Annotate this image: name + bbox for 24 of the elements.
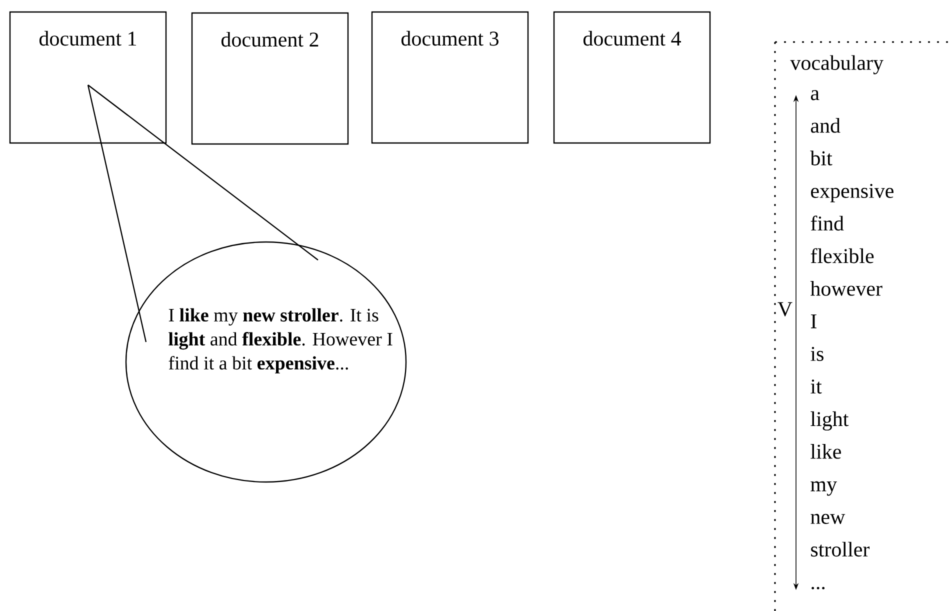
vocabulary-word: it — [810, 380, 822, 394]
vocabulary-word: is — [810, 346, 824, 361]
vocabulary-word: however — [810, 281, 882, 296]
vocabulary-word: new — [810, 514, 846, 524]
vocabulary-word: I — [810, 314, 816, 328]
document-box: document 1 — [9, 11, 167, 144]
vocabulary-word: bit — [810, 150, 832, 166]
document-box: document 3 — [371, 11, 529, 144]
vocabulary-word: find — [810, 216, 844, 231]
vocabulary-word: flexible — [810, 248, 874, 264]
callout-line — [87, 84, 147, 342]
vocabulary-word: light — [810, 411, 849, 431]
vocabulary-word: a — [810, 90, 820, 100]
document-box: document 2 — [191, 12, 349, 145]
document-box: document 4 — [553, 11, 711, 144]
vocabulary-word: like — [810, 444, 841, 459]
vocabulary-word: and — [810, 118, 840, 133]
vocabulary-word: expensive — [811, 184, 894, 202]
callout-line — [88, 84, 318, 260]
vocabulary-word: my — [810, 481, 837, 496]
vocabulary-word: stroller — [811, 542, 870, 557]
vocabulary-word: ... — [812, 586, 825, 590]
speech-bubble: I like my new stroller. It is light and flexible. However I find it a bit expensive... — [125, 241, 407, 483]
dimension-label: V — [777, 302, 793, 316]
